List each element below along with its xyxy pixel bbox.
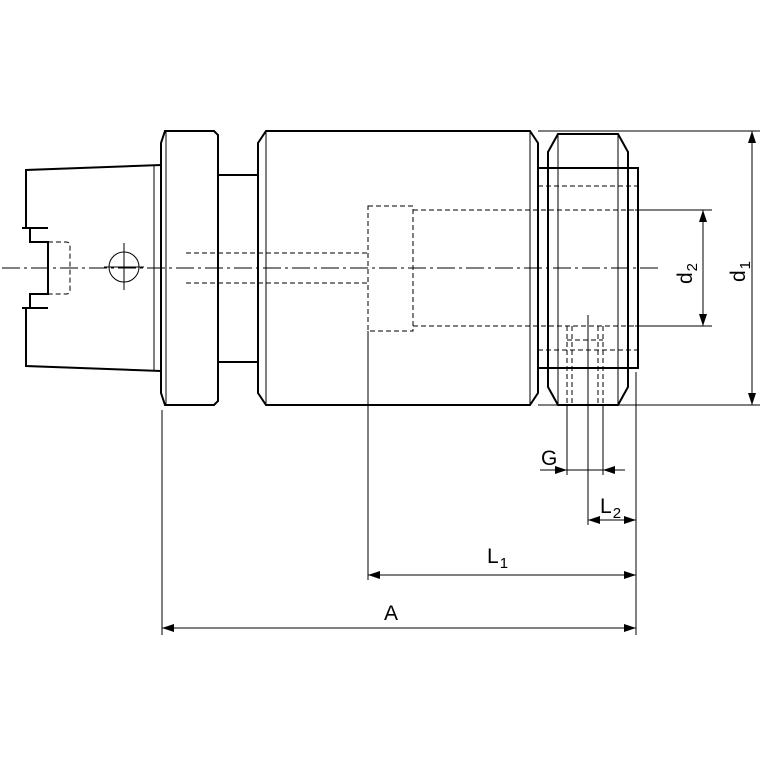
cross-hole [104,243,144,290]
l2-label: L [600,495,612,518]
dimension-g: G [540,447,625,474]
svg-text:L2: L2 [600,495,621,522]
clamping-nut [547,133,629,406]
g-label: G [541,447,557,470]
d1-label: d [727,270,750,282]
dimension-l1: L1 [368,545,636,579]
d2-label: d [674,272,697,284]
flange [160,130,219,406]
dimension-d1: d1 [727,131,756,405]
svg-text:L1: L1 [487,545,508,572]
dimension-d2: d2 [674,210,707,326]
d1-subscript: 1 [737,261,754,269]
l1-label: L [487,545,499,568]
dimension-l2: L2 [588,495,636,524]
dimension-a: A [162,602,636,632]
main-body [257,130,539,406]
l1-subscript: 1 [500,555,508,572]
svg-text:d1: d1 [727,261,754,282]
bore-hidden [367,205,414,332]
d2-subscript: 2 [684,263,701,271]
svg-text:d2: d2 [674,263,701,284]
a-label: A [384,602,398,625]
taper-shank [22,164,162,372]
l2-subscript: 2 [613,505,621,522]
